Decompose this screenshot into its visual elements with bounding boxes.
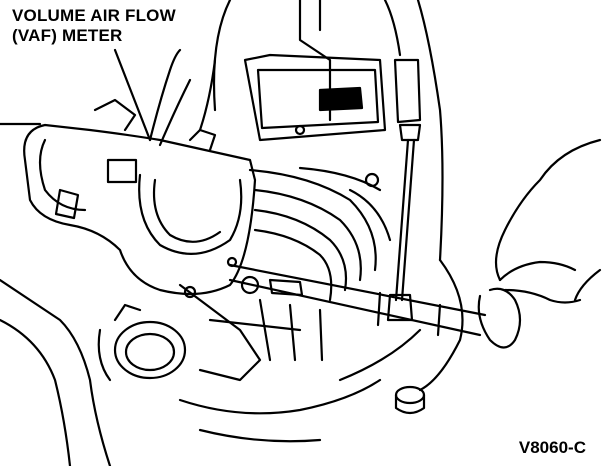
oil-cap [394,385,426,415]
bolt [294,124,306,136]
hood-prop-rod [386,58,422,322]
filler-cap [97,303,187,382]
vaf-label-line2: (VAF) METER [12,26,123,45]
extension-tool [228,263,487,337]
radiator-support [212,0,444,262]
wiring-harness [148,48,217,147]
vaf-label-line1: VOLUME AIR FLOW [12,6,176,25]
intake-tube [248,166,392,302]
bolt [364,172,380,188]
vaf-meter-label: VOLUME AIR FLOW (VAF) METER [12,6,176,46]
throttle-linkage [178,275,324,382]
leader-line [113,48,152,142]
bolt [183,285,197,299]
figure-code: V8060-C [518,438,586,457]
vaf-meter-body [23,98,257,296]
bolt [226,256,238,268]
engine-lower [0,258,464,466]
hand-illustration [477,138,602,349]
